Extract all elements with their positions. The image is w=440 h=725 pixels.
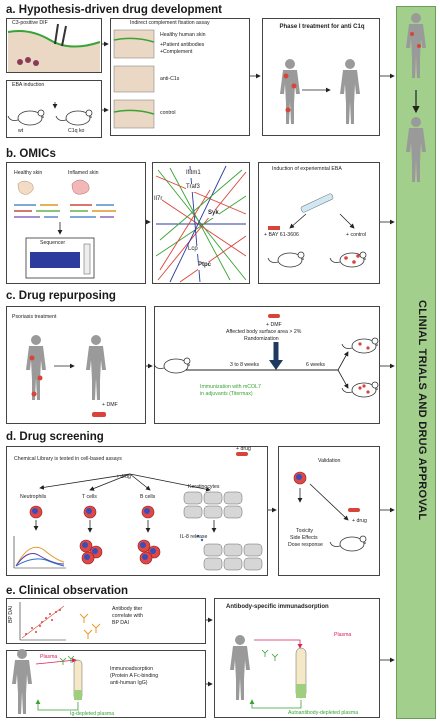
- control-label: control: [160, 110, 176, 116]
- drug-right-label: + drug: [352, 518, 367, 524]
- section-b-title: b. OMICs: [6, 148, 56, 160]
- gene-il7r: Il7r: [154, 196, 163, 204]
- eba-mouse-illustration: [7, 102, 93, 126]
- omics-illustration: [14, 179, 151, 279]
- gene-ptpc: Ptpc: [198, 262, 212, 270]
- validation-label: Validation: [318, 458, 341, 464]
- eba-label: EBA induction: [12, 82, 45, 88]
- validation-side-effects: Side Effects: [290, 535, 318, 541]
- plasma-right-label: Plasma: [334, 632, 352, 638]
- immunoadsorption-right: [230, 635, 395, 709]
- weeks-b-label: 6 weeks: [306, 362, 326, 368]
- clinical-trials-label: CLINIAL TRIALS AND DRUG APPROVAL: [416, 299, 428, 521]
- validation-illustration: [293, 471, 395, 552]
- gene-syk: Syk: [208, 210, 219, 218]
- bp-axis-label: BP DAI: [8, 606, 14, 623]
- bay-label: + BAY 61-3606: [264, 232, 299, 238]
- section-c-title: c. Drug repurposing: [6, 290, 116, 302]
- control-b-label: + control: [346, 232, 367, 238]
- titer-panel: [6, 598, 206, 644]
- assay-line-1: Healthy human skin: [160, 32, 206, 38]
- assay-title: Indirect complement fixation assay: [130, 20, 210, 26]
- section-d-title: d. Drug screening: [6, 431, 104, 443]
- ig-depleted-label: Ig-depleted plasma: [70, 711, 115, 717]
- immuno-line-3: anti-human IgG): [110, 680, 148, 686]
- titer-line-1: Antibody titer: [112, 606, 143, 612]
- anti-c1s-label: anti-C1s: [160, 76, 180, 82]
- plasma-left-label: Plasma: [40, 654, 58, 660]
- il8-label: IL-8 release: [180, 534, 208, 540]
- dmf-trial-panel: [154, 306, 380, 424]
- antibody-icon: [79, 613, 101, 639]
- assay-skin-sections: [113, 29, 155, 129]
- eba-experiment-title: Induction of experiemntal EBA: [272, 166, 342, 172]
- bcells-label: B cells: [140, 494, 156, 500]
- immunization-line-1: Immunization with mCOL7: [200, 384, 261, 390]
- weeks-a-label: 3 to 8 weeks: [230, 362, 260, 368]
- phase-one-panel: [262, 18, 380, 136]
- arrows-a: [102, 41, 395, 113]
- phase-one-humans: [280, 59, 360, 124]
- dmf-top-label: + DMF: [266, 322, 282, 328]
- autoantibody-depleted-label: Autoantibody-depleted plasma: [288, 710, 359, 716]
- immunization-line-2: in adjuvants (Titermax): [200, 391, 253, 397]
- eba-induction-panel: [6, 80, 102, 138]
- neutrophils-label: Neutrophils: [20, 494, 47, 500]
- validation-toxicity: Toxicity: [296, 528, 314, 534]
- sequencer-label: Sequencer: [40, 240, 66, 246]
- psoriasis-label: Psoriasis treatment: [12, 314, 57, 320]
- immunoadsorption-left: [12, 649, 213, 714]
- c3-label: C3-positive DIF: [12, 20, 48, 26]
- bsa-label: Affected body surface area > 2%: [226, 329, 302, 335]
- healthy-skin-label: Healthy skin: [14, 170, 43, 176]
- c1q-label: C1q ko: [68, 128, 85, 134]
- screening-illustration: [13, 452, 277, 571]
- titer-line-2: correlate with: [112, 613, 143, 619]
- dmf-trial-illustration: [153, 314, 395, 398]
- dmf-patient-label: + DMF: [102, 402, 118, 408]
- psoriasis-illustration: [26, 335, 153, 417]
- titer-line-3: BP DAI: [112, 620, 129, 626]
- assay-line-2: +Patient antibodies: [160, 42, 205, 48]
- sidebar-figures: [406, 13, 426, 182]
- phase-one-title: Phase I treatment for anti C1q: [279, 24, 365, 30]
- randomization-label: Randomization: [244, 336, 279, 342]
- assay-line-3: +Complement: [160, 49, 193, 55]
- section-a-title: a. Hypothesis-driven drug development: [6, 4, 222, 16]
- drug-mid-label: + drug: [116, 474, 131, 480]
- antibody-adsorption-title: Antibody-specific immunadsorption: [226, 604, 329, 610]
- immuno-line-2: (Protein A Fc-binding: [110, 673, 159, 679]
- eba-experiment-illustration: [267, 193, 395, 268]
- c3-skin-illustration: [7, 23, 101, 72]
- immunoadsorption-panel: [6, 650, 206, 718]
- validation-dose: Dose response: [288, 542, 323, 548]
- keratinocytes-label: Keratinocytes: [188, 484, 220, 490]
- validation-panel: [278, 446, 380, 576]
- scatter-plot-icon: [19, 602, 66, 641]
- gene-traf3: Traf3: [186, 184, 200, 192]
- wt-label: wt: [18, 128, 24, 134]
- gene-lcp: Lcp: [188, 246, 198, 254]
- library-label: Chemical Library is tested in cell-based…: [14, 456, 122, 462]
- inflamed-skin-label: Inflamed skin: [68, 170, 99, 176]
- immuno-line-1: Immunoadsorption: [110, 666, 153, 672]
- tcells-label: T cells: [82, 494, 97, 500]
- section-e-title: e. Clinical observation: [6, 585, 129, 597]
- drug-top-label: + drug: [236, 446, 251, 452]
- gene-ifitm1: Ifitm1: [186, 170, 201, 178]
